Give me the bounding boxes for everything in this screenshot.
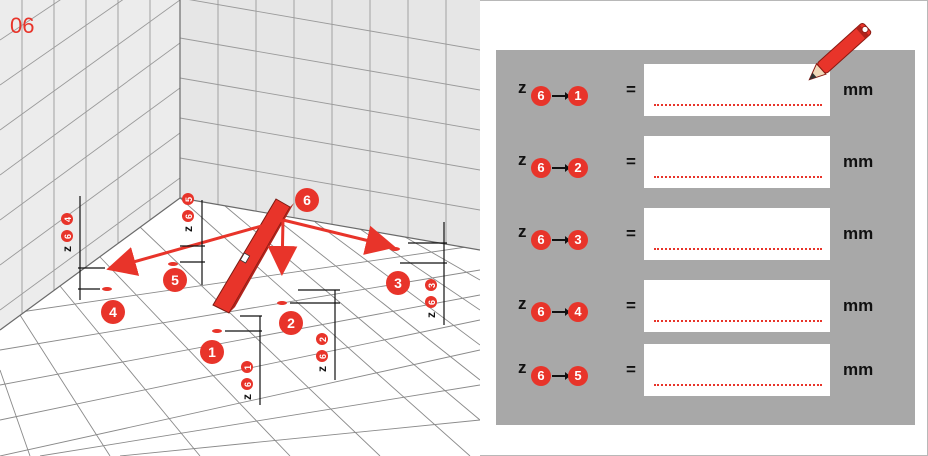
z-labels: z 6 1 z 6 2 z 6 3 z 6 4 z 6 5 — [60, 193, 438, 400]
unit-label: mm — [843, 360, 874, 379]
equals-sign: = — [626, 224, 636, 243]
dimension-lines — [78, 196, 447, 405]
marker-3: 3 — [386, 271, 410, 295]
svg-text:1: 1 — [243, 365, 253, 370]
page-number: 06 — [10, 13, 35, 38]
value-input-z64[interactable] — [644, 280, 830, 332]
svg-text:5: 5 — [184, 197, 194, 202]
left-wall — [0, 0, 180, 330]
value-input-z61[interactable] — [644, 64, 830, 116]
to-marker: 1 — [568, 86, 588, 106]
arrow-icon — [552, 236, 570, 244]
svg-text:2: 2 — [287, 315, 295, 331]
variable-z: z — [518, 358, 527, 377]
z64-label: z 6 4 — [60, 213, 74, 252]
variable-z: z — [518, 294, 527, 313]
svg-text:z: z — [315, 366, 329, 372]
scene-markers: 6 1 2 3 4 5 — [101, 188, 410, 364]
measurement-row-z63: z 6 3 = mm — [496, 208, 915, 260]
to-marker: 2 — [568, 158, 588, 178]
laser-rays — [106, 218, 396, 276]
unit-label: mm — [843, 224, 874, 243]
svg-text:4: 4 — [109, 304, 117, 320]
svg-text:z: z — [60, 246, 74, 252]
marker-4: 4 — [101, 300, 125, 324]
z63-label: z 6 3 — [424, 279, 438, 318]
equals-sign: = — [626, 152, 636, 171]
variable-z: z — [518, 222, 527, 241]
value-input-z65[interactable] — [644, 344, 830, 396]
from-marker: 6 — [531, 86, 551, 106]
z61-label: z 6 1 — [240, 361, 254, 400]
svg-text:6: 6 — [63, 234, 73, 239]
svg-text:z: z — [424, 312, 438, 318]
svg-text:3: 3 — [427, 283, 437, 288]
from-marker: 6 — [531, 366, 551, 386]
svg-text:3: 3 — [394, 275, 402, 291]
from-marker: 6 — [531, 230, 551, 250]
z62-label: z 6 2 — [315, 333, 329, 372]
measurement-row-z61: z 6 1 = mm — [496, 64, 915, 116]
svg-text:5: 5 — [171, 272, 179, 288]
back-wall — [180, 0, 480, 250]
to-marker: 3 — [568, 230, 588, 250]
pencil-icon — [808, 23, 872, 81]
svg-text:6: 6 — [243, 382, 253, 387]
from-marker: 6 — [531, 158, 551, 178]
unit-label: mm — [843, 296, 874, 315]
spirit-level-icon — [212, 198, 294, 314]
unit-label: mm — [843, 152, 874, 171]
marker-5: 5 — [163, 268, 187, 292]
svg-text:6: 6 — [184, 214, 194, 219]
arrow-icon — [552, 164, 570, 172]
equals-sign: = — [626, 80, 636, 99]
room-diagram: 6 1 2 3 4 5 z 6 1 z 6 2 z 6 3 z 6 4 z 6 5 — [0, 0, 480, 456]
arrow-icon — [552, 372, 570, 380]
svg-text:6: 6 — [303, 192, 311, 208]
svg-text:4: 4 — [63, 217, 73, 222]
svg-text:1: 1 — [208, 344, 216, 360]
value-input-z62[interactable] — [644, 136, 830, 188]
svg-text:z: z — [240, 394, 254, 400]
marker-2: 2 — [279, 311, 303, 335]
to-marker: 4 — [568, 302, 588, 322]
z65-label: z 6 5 — [181, 193, 195, 232]
marker-6: 6 — [295, 188, 319, 212]
left-wall-tiles — [0, 0, 180, 314]
from-marker: 6 — [531, 302, 551, 322]
svg-text:6: 6 — [427, 300, 437, 305]
measurement-row-z62: z 6 2 = mm — [496, 136, 915, 188]
arrow-icon — [552, 92, 570, 100]
measurement-row-z65: z 6 5 = mm — [496, 344, 915, 396]
equals-sign: = — [626, 296, 636, 315]
variable-z: z — [518, 150, 527, 169]
variable-z: z — [518, 78, 527, 97]
to-marker: 5 — [568, 366, 588, 386]
equals-sign: = — [626, 360, 636, 379]
value-input-z63[interactable] — [644, 208, 830, 260]
arrow-icon — [552, 308, 570, 316]
marker-1: 1 — [200, 340, 224, 364]
svg-text:z: z — [181, 226, 195, 232]
back-wall-tiles — [180, 0, 480, 244]
floor-points — [102, 247, 400, 333]
measurement-row-z64: z 6 4 = mm — [496, 280, 915, 332]
svg-text:2: 2 — [318, 337, 328, 342]
measurement-form: z 6 1 = mm z 6 2 = mm z 6 3 = mm — [496, 50, 915, 425]
unit-label: mm — [843, 80, 874, 99]
svg-text:6: 6 — [318, 354, 328, 359]
